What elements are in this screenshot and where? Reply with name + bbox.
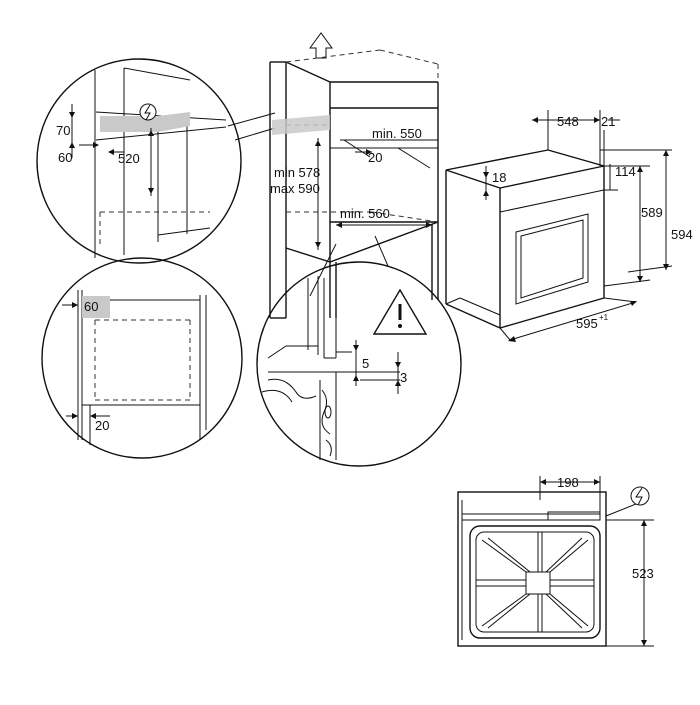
dim-198: 198 bbox=[557, 475, 579, 490]
dim-520: 520 bbox=[118, 151, 140, 166]
dim-60-top: 60 bbox=[58, 150, 72, 165]
electric-connection-icon bbox=[139, 103, 157, 121]
dim-max-590: max 590 bbox=[270, 181, 320, 196]
dim-114: 114 bbox=[615, 164, 636, 179]
dim-594: 594 bbox=[671, 227, 693, 242]
dim-5: 5 bbox=[362, 356, 369, 371]
dim-595: 595 bbox=[576, 316, 598, 331]
arrow-up-icon bbox=[309, 32, 333, 59]
cabinet-niche bbox=[269, 32, 439, 319]
dim-20-cabinet: 20 bbox=[368, 150, 382, 165]
warning-triangle-icon bbox=[372, 288, 428, 335]
dim-523: 523 bbox=[632, 566, 654, 581]
dim-18: 18 bbox=[492, 170, 506, 185]
dim-70: 70 bbox=[56, 123, 70, 138]
dim-589: 589 bbox=[641, 205, 663, 220]
oven-unit bbox=[445, 110, 673, 342]
oven-interior-view bbox=[457, 476, 654, 647]
dim-3: 3 bbox=[400, 370, 407, 385]
wood-grain-icon bbox=[261, 378, 332, 457]
electric-connection-icon-bottom bbox=[605, 486, 650, 517]
detail-circle-center bbox=[256, 261, 462, 467]
dim-21: 21 bbox=[601, 114, 615, 129]
detail-circle-top-left bbox=[36, 58, 242, 264]
dim-595-tolerance: +1 bbox=[599, 313, 609, 322]
dim-min-550: min. 550 bbox=[372, 126, 422, 141]
detail-circle-bottom-left bbox=[41, 257, 243, 459]
dim-60-box: 60 bbox=[84, 299, 98, 314]
dim-min-560: min. 560 bbox=[340, 206, 390, 221]
dim-20-bottom: 20 bbox=[95, 418, 109, 433]
dim-548: 548 bbox=[557, 114, 579, 129]
dim-min-578: min 578 bbox=[274, 165, 320, 180]
